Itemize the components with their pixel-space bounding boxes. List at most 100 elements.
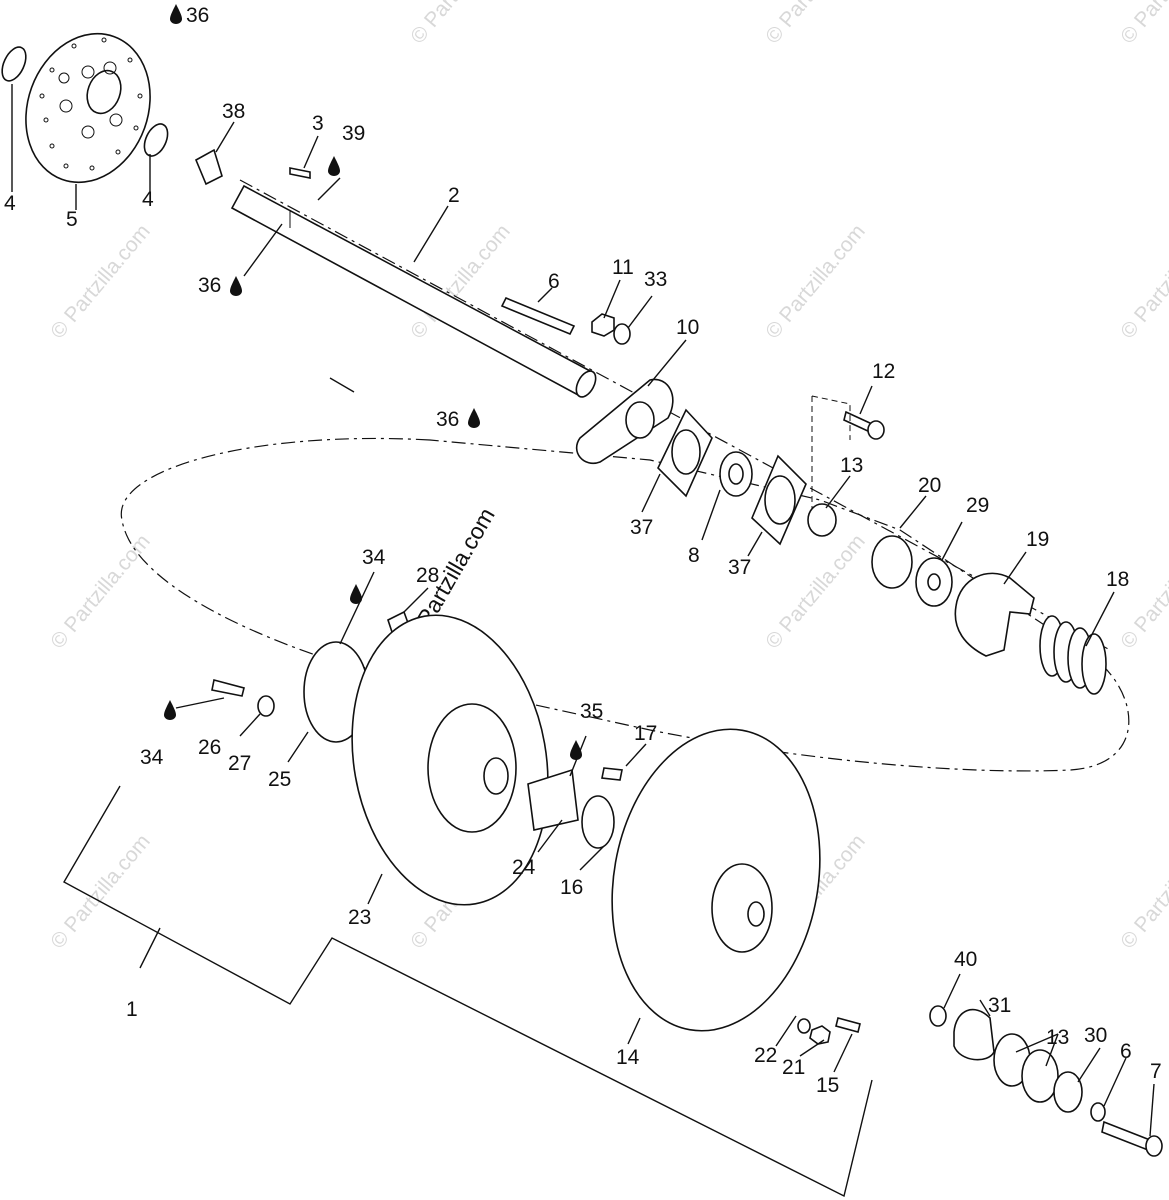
callout-label: 37 <box>630 516 653 539</box>
bolt-12-head <box>867 420 885 440</box>
bolt-8-head <box>1145 1135 1163 1157</box>
watermark: © Partzilla.com <box>46 220 155 343</box>
callout-label: 26 <box>198 736 221 759</box>
callout-label: 4 <box>4 192 16 215</box>
callout-label: 24 <box>512 856 536 879</box>
plate-hole <box>625 401 655 439</box>
callout-label: 11 <box>612 256 634 279</box>
lubricant-drops <box>164 4 582 760</box>
movable-sheave <box>611 728 821 1032</box>
callout-labels: 36 4 5 4 38 3 39 2 36 6 11 33 10 36 12 1… <box>4 4 1162 1097</box>
callout-label: 34 <box>362 546 386 569</box>
plug <box>194 148 223 186</box>
movable-sheave-hub <box>711 863 773 953</box>
bolt-27 <box>211 679 245 697</box>
callout-label: 31 <box>988 994 1011 1017</box>
grease-drop-icon <box>350 584 362 604</box>
key-18 <box>601 767 623 781</box>
callout-label: 27 <box>228 752 251 775</box>
watermark: © Partzilla.com <box>46 530 155 653</box>
callout-label: 22 <box>754 1044 777 1067</box>
grease-drop-icon <box>468 408 480 428</box>
bolt-8 <box>1101 1120 1151 1152</box>
callout-label: 1 <box>126 998 138 1021</box>
callout-label: 6 <box>1120 1040 1132 1063</box>
callout-label: 28 <box>416 564 439 587</box>
callout-label: 21 <box>782 1056 805 1079</box>
callout-label: 8 <box>688 544 700 567</box>
washer <box>613 323 631 345</box>
spring <box>1039 615 1107 695</box>
callout-label: 7 <box>1150 1060 1162 1083</box>
washer-28 <box>257 695 275 717</box>
brake-disc <box>25 32 151 184</box>
o-ring-right <box>143 123 169 157</box>
callout-label: 23 <box>348 906 371 929</box>
shaft-axis <box>239 179 1111 651</box>
flange-left-bore <box>671 429 701 475</box>
washer-14b <box>1021 1049 1059 1103</box>
callout-label: 10 <box>676 316 699 339</box>
assembly-bracket <box>63 785 873 1198</box>
sleeve <box>527 768 579 831</box>
callout-label: 2 <box>448 184 460 207</box>
callout-label: 14 <box>616 1046 640 1069</box>
washer-23 <box>797 1018 811 1034</box>
grease-drop-icon <box>570 740 582 760</box>
watermark: © Partzilla.com <box>1116 220 1169 343</box>
o-ring-left <box>1 46 27 82</box>
washer-31 <box>1053 1071 1083 1113</box>
lock-washer-7 <box>1090 1102 1106 1122</box>
cam <box>954 572 1035 657</box>
washer-17 <box>581 795 615 849</box>
watermark: © Partzilla.com <box>1116 830 1169 953</box>
washer-30-hole <box>927 573 941 591</box>
bearing-race <box>728 463 744 485</box>
callout-label: 36 <box>436 408 459 431</box>
retaining-ring <box>871 535 913 589</box>
washer-40 <box>929 1005 947 1027</box>
callout-label: 13 <box>1046 1026 1069 1049</box>
callout-label: 40 <box>954 948 977 971</box>
watermark: © Partzilla.com <box>46 830 155 953</box>
callout-label: 39 <box>342 122 365 145</box>
watermark: © Partzilla.com <box>761 220 870 343</box>
callout-label: 38 <box>222 100 245 123</box>
callout-label: 36 <box>186 4 209 27</box>
bolt-12-path <box>811 395 851 520</box>
callout-label: 29 <box>966 494 989 517</box>
grease-drop-icon <box>164 700 176 720</box>
driven-shaft <box>230 184 597 398</box>
callout-label: 36 <box>198 274 221 297</box>
grease-drop-icon <box>230 276 242 296</box>
callout-label: 20 <box>918 474 941 497</box>
watermark: © Partzilla.com <box>761 0 870 48</box>
callout-label: 37 <box>728 556 751 579</box>
callout-label: 13 <box>840 454 863 477</box>
callout-label: 33 <box>644 268 667 291</box>
callout-label: 18 <box>1106 568 1129 591</box>
callout-label: 12 <box>872 360 895 383</box>
watermark: © Partzilla.com <box>406 0 515 48</box>
key-small <box>289 167 311 179</box>
callout-label: 35 <box>580 700 603 723</box>
callout-label: 15 <box>816 1074 839 1097</box>
movable-sheave-bore <box>747 901 765 927</box>
watermark: © Partzilla.com <box>1116 530 1169 653</box>
drive-belt-outline <box>120 437 1130 772</box>
grease-drop-icon <box>328 156 340 176</box>
callout-label: 4 <box>142 188 154 211</box>
callout-label: 34 <box>140 746 164 769</box>
spacer-32 <box>953 1008 995 1061</box>
watermark: © Partzilla.com <box>1116 0 1169 48</box>
callout-label: 30 <box>1084 1024 1107 1047</box>
bearing-plate <box>575 378 674 465</box>
callout-label: 19 <box>1026 528 1049 551</box>
flange-right-bore <box>764 475 796 525</box>
fixed-sheave-bore <box>483 757 509 795</box>
callout-label: 3 <box>312 112 324 135</box>
bushing <box>807 503 837 537</box>
nut-22 <box>809 1025 831 1045</box>
